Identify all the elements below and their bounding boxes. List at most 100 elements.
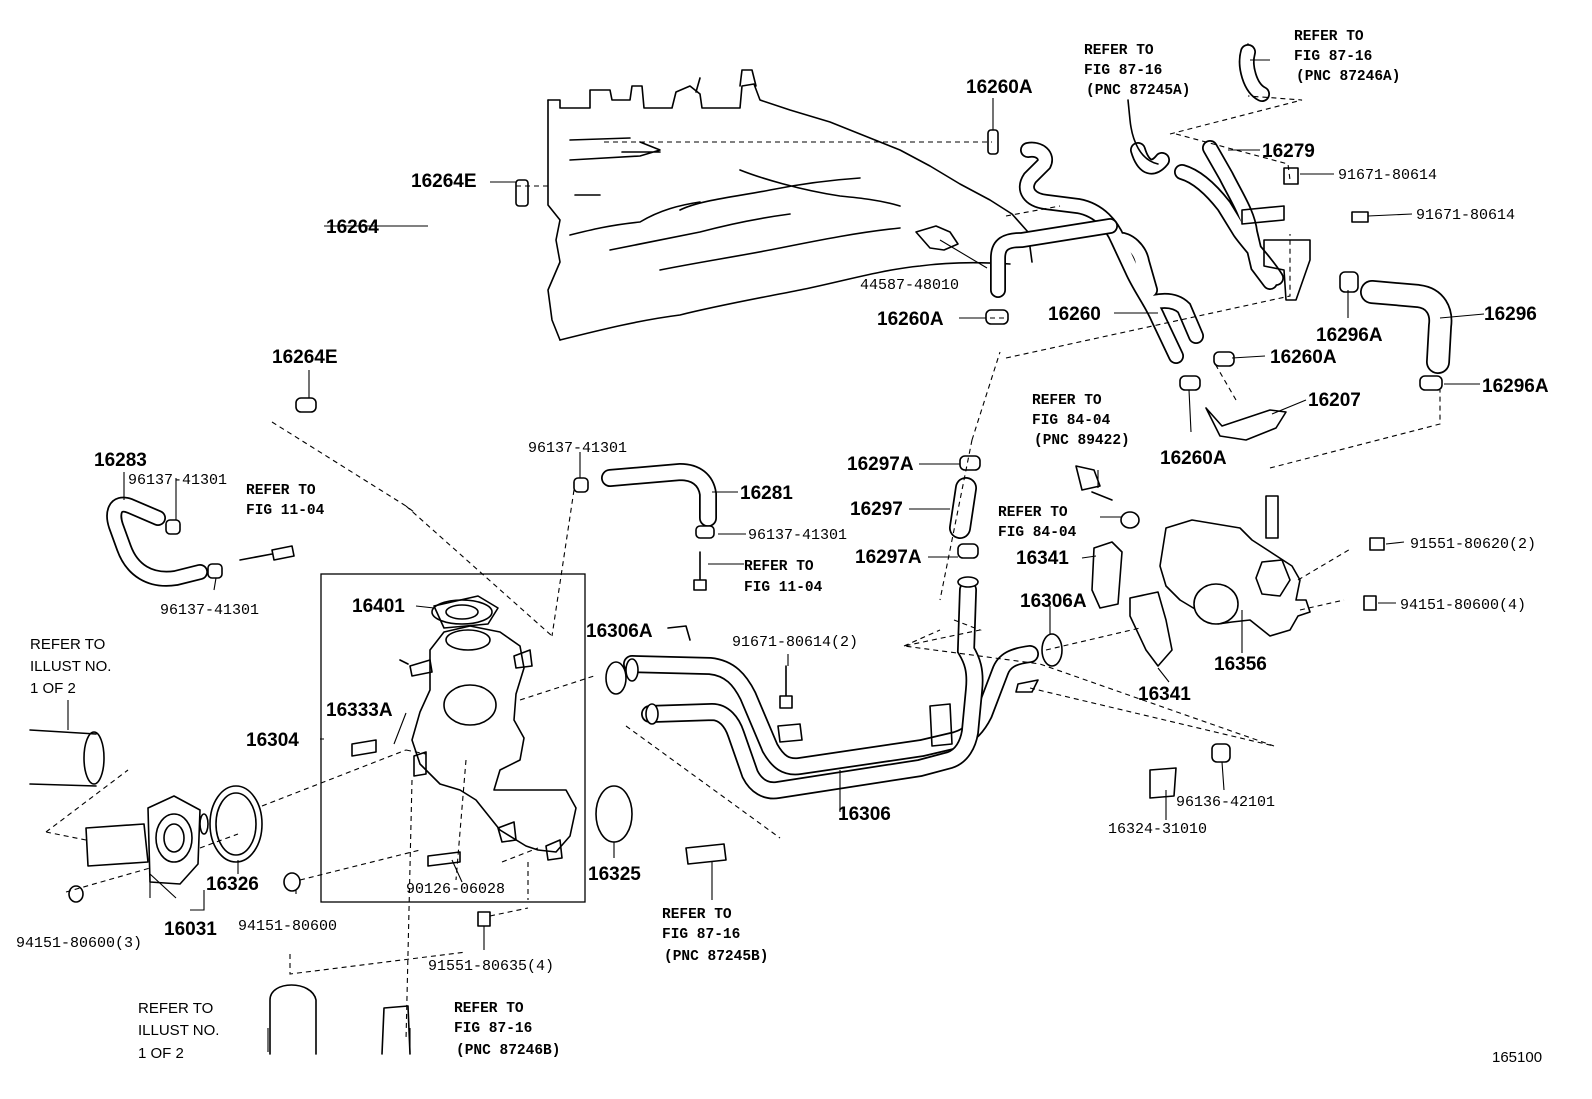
- label-16324-31010: 16324-31010: [1108, 821, 1207, 838]
- svg-text:REFER TO: REFER TO: [138, 1000, 213, 1017]
- svg-text:REFER TO: REFER TO: [1294, 29, 1364, 45]
- label-16306: 16306: [838, 804, 891, 825]
- svg-text:FIG 87-16: FIG 87-16: [1084, 63, 1162, 79]
- svg-text:FIG 87-16: FIG 87-16: [662, 927, 740, 943]
- svg-text:(PNC 87246B): (PNC 87246B): [456, 1043, 560, 1059]
- leader-lines: [67, 59, 1485, 1052]
- label-91551-80620: 91551-80620(2): [1410, 536, 1536, 553]
- svg-text:REFER TO: REFER TO: [1084, 43, 1154, 59]
- svg-text:REFER TO: REFER TO: [1032, 393, 1102, 409]
- label-16260A: 16260A: [1160, 448, 1227, 469]
- svg-text:(PNC 87246A): (PNC 87246A): [1296, 69, 1400, 85]
- svg-text:REFER TO: REFER TO: [998, 505, 1068, 521]
- label-16283: 16283: [94, 450, 147, 471]
- label-16297: 16297: [850, 499, 903, 520]
- label-16296A: 16296A: [1316, 325, 1383, 346]
- svg-text:REFER TO: REFER TO: [246, 483, 316, 499]
- label-16031: 16031: [164, 919, 217, 940]
- reference-notes: REFER TO FIG 87-16 (PNC 87245A) REFER TO…: [30, 29, 1400, 1062]
- hose-16260: [990, 141, 1204, 364]
- thermostat-housing-16031: [85, 795, 209, 885]
- label-94151-80600: 94151-80600(3): [16, 935, 142, 952]
- gasket-16341: [1091, 541, 1173, 667]
- label-16281: 16281: [740, 483, 793, 504]
- label-16264: 16264: [326, 217, 379, 238]
- hose-16296: [1360, 280, 1453, 374]
- ref-fig-11-04: REFER TO FIG 11-04: [246, 483, 325, 519]
- ref-fig-87-16-pnc-87245B: REFER TO FIG 87-16 (PNC 87245B): [662, 907, 768, 965]
- label-16341: 16341: [1138, 684, 1191, 705]
- label-16279: 16279: [1262, 141, 1315, 162]
- label-16333A: 16333A: [326, 700, 393, 721]
- svg-text:FIG 87-16: FIG 87-16: [454, 1021, 532, 1037]
- ref-fig-87-16-pnc-87245A: REFER TO FIG 87-16 (PNC 87245A): [1084, 43, 1190, 99]
- assembly-lines: [45, 95, 1441, 1041]
- gasket-16401: [431, 599, 493, 625]
- label-96137-41301: 96137-41301: [748, 527, 847, 544]
- label-16296A: 16296A: [1482, 376, 1549, 397]
- ref-fig-11-04: REFER TO FIG 11-04: [744, 559, 823, 596]
- label-16260A: 16260A: [966, 77, 1033, 98]
- label-96137-41301: 96137-41301: [128, 472, 227, 489]
- hose-16283: [106, 496, 208, 587]
- svg-text:FIG 11-04: FIG 11-04: [246, 503, 325, 519]
- pump-group-frame: [320, 573, 586, 903]
- water-outlet-16356: [1159, 495, 1311, 637]
- label-44587-48010: 44587-48010: [860, 277, 959, 294]
- o-ring-16325: [595, 785, 633, 843]
- ref-fig-87-16-pnc-87246A: REFER TO FIG 87-16 (PNC 87246A): [1294, 29, 1400, 85]
- hose-16281: [601, 462, 717, 527]
- label-16306A: 16306A: [1020, 591, 1087, 612]
- svg-text:FIG 11-04: FIG 11-04: [744, 580, 823, 596]
- label-96137-41301: 96137-41301: [528, 440, 627, 457]
- svg-text:REFER TO: REFER TO: [662, 907, 732, 923]
- label-16306A: 16306A: [586, 621, 653, 642]
- label-16326: 16326: [206, 874, 259, 895]
- label-16207: 16207: [1308, 390, 1361, 411]
- label-16325: 16325: [588, 864, 641, 885]
- ref-fig-84-04-pnc-89422: REFER TO FIG 84-04 (PNC 89422): [1032, 393, 1130, 449]
- intake-manifold-outline: [547, 69, 1033, 341]
- label-16296: 16296: [1484, 304, 1537, 325]
- label-16260A: 16260A: [877, 309, 944, 330]
- ref-fig-84-04: REFER TO FIG 84-04: [998, 505, 1077, 541]
- label-91671-80614: 91671-80614(2): [732, 634, 858, 651]
- label-16260A: 16260A: [1270, 347, 1337, 368]
- left-ref-hose: [29, 729, 105, 787]
- label-96137-41301: 96137-41301: [160, 602, 259, 619]
- svg-text:FIG 87-16: FIG 87-16: [1294, 49, 1372, 65]
- water-pipe-16306: [623, 576, 1039, 800]
- label-91671-80614: 91671-80614: [1338, 167, 1437, 184]
- label-16264E: 16264E: [272, 347, 338, 368]
- label-91551-80635: 91551-80635(4): [428, 958, 554, 975]
- svg-text:REFER TO: REFER TO: [454, 1001, 524, 1017]
- hose-16279: [1127, 43, 1311, 301]
- label-94151-80600: 94151-80600(4): [1400, 597, 1526, 614]
- label-16260: 16260: [1048, 304, 1101, 325]
- ref-illust-no-1-of-2-bottom: REFER TO ILLUST NO. 1 OF 2: [138, 1000, 219, 1062]
- label-16297A: 16297A: [855, 547, 922, 568]
- svg-text:1 OF 2: 1 OF 2: [138, 1045, 184, 1062]
- svg-text:REFER TO: REFER TO: [30, 636, 105, 653]
- ref-fig-87-16-pnc-87246B: REFER TO FIG 87-16 (PNC 87246B): [454, 1001, 560, 1059]
- label-16304: 16304: [246, 730, 299, 751]
- hose-16297: [949, 477, 977, 539]
- label-96136-42101: 96136-42101: [1176, 794, 1275, 811]
- label-91671-80614: 91671-80614: [1416, 207, 1515, 224]
- part-labels: 16260A 16264E 16264 16264E 44587-48010 1…: [16, 77, 1549, 1066]
- water-pump-body-16304: [399, 595, 577, 861]
- label-16297A: 16297A: [847, 454, 914, 475]
- svg-text:(PNC 89422): (PNC 89422): [1034, 433, 1130, 449]
- svg-text:FIG 84-04: FIG 84-04: [1032, 413, 1111, 429]
- o-ring-16306A: [605, 633, 1063, 695]
- svg-text:ILLUST NO.: ILLUST NO.: [138, 1022, 219, 1039]
- svg-text:REFER TO: REFER TO: [744, 559, 814, 575]
- label-16401: 16401: [352, 596, 405, 617]
- hose-16264: [333, 193, 503, 411]
- label-16356: 16356: [1214, 654, 1267, 675]
- gasket-16326: [209, 785, 263, 863]
- label-90126-06028: 90126-06028: [406, 881, 505, 898]
- label-94151-80600: 94151-80600: [238, 918, 337, 935]
